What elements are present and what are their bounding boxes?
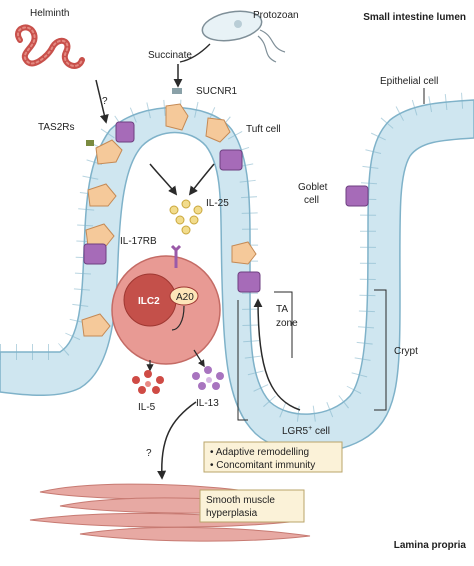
helminth-label: Helminth [30,8,69,19]
tas2rs-label: TAS2Rs [38,122,75,133]
epithelial-cell-label: Epithelial cell [380,76,438,87]
helminth-question: ? [102,96,108,107]
protozoan-label: Protozoan [253,10,299,21]
muscle-hyperplasia-box [199,489,305,523]
goblet-cell [345,185,369,207]
il13-cytokine-icon [192,366,224,390]
muscle-hyperplasia-line2: hyperplasia [206,508,258,519]
succinate-label: Succinate [148,50,192,61]
ta-zone-label-line1: TA [276,304,288,315]
protozoan-to-succinate-line [179,43,211,63]
ta-zone-marker [274,291,293,358]
ta-zone-label-line2: zone [276,318,298,329]
muscle-hyperplasia-line1: Smooth muscle [206,495,275,506]
tuft-cell [95,139,123,165]
tuft-cells [81,103,257,337]
tuft-cell [231,241,257,265]
goblet-cell [237,271,261,293]
tuft-to-il25-arrow-right [188,163,215,196]
il17rb-label: IL-17RB [120,236,157,247]
il25-cytokine-icon [169,199,203,235]
helminth-icon [15,24,85,69]
goblet-cell [83,243,107,265]
il5-cytokine-icon [132,370,164,394]
il25-label: IL-25 [206,198,229,209]
goblet-cells [83,121,369,293]
tuft-cell [85,223,115,247]
protozoan-icon [201,10,286,63]
sucnr1-label: SUCNR1 [196,86,238,97]
outcome-box [203,441,343,473]
lamina-propria-label: Lamina propria [394,540,467,551]
ilc2-to-il13-arrow [193,349,205,368]
goblet-cell-label-line2: cell [304,195,319,206]
a20-badge [169,286,199,306]
tuft-cell [165,103,189,131]
outcome-concomitant-immunity: • Concomitant immunity [210,460,315,471]
muscle-question: ? [146,448,152,459]
crypt-bracket [374,289,387,411]
il5-label: IL-5 [138,402,156,413]
helminth-arrow [95,79,109,124]
epithelium-band [0,99,474,453]
outcome-adaptive-remodelling: • Adaptive remodelling [210,447,309,458]
il17rb-receptor-icon [170,244,182,268]
stem-cell-migration-arrow [253,298,301,411]
a20-inhibit-line [171,305,185,331]
sucnr1-receptor-icon [172,88,182,94]
a20-label: A20 [176,292,194,303]
lgr5-cell-label: LGR5+ cell [282,425,330,437]
crypt-label: Crypt [394,346,418,357]
goblet-cell [219,149,243,171]
ilc2-label: ILC2 [138,296,160,307]
tas2r-receptor-icon [86,140,94,146]
goblet-cell [115,121,135,143]
tuft-cell-label: Tuft cell [246,124,281,135]
goblet-cell-label-line1: Goblet [298,182,328,193]
tuft-to-il25-arrow-left [149,163,178,196]
tuft-cell [87,183,117,207]
lumen-label: Small intestine lumen [363,12,466,23]
tuft-cell [81,313,111,337]
ta-zone-bracket [237,300,248,421]
il13-label: IL-13 [196,398,219,409]
il13-to-muscle-arrow [157,401,197,480]
tuft-cell [205,117,231,143]
